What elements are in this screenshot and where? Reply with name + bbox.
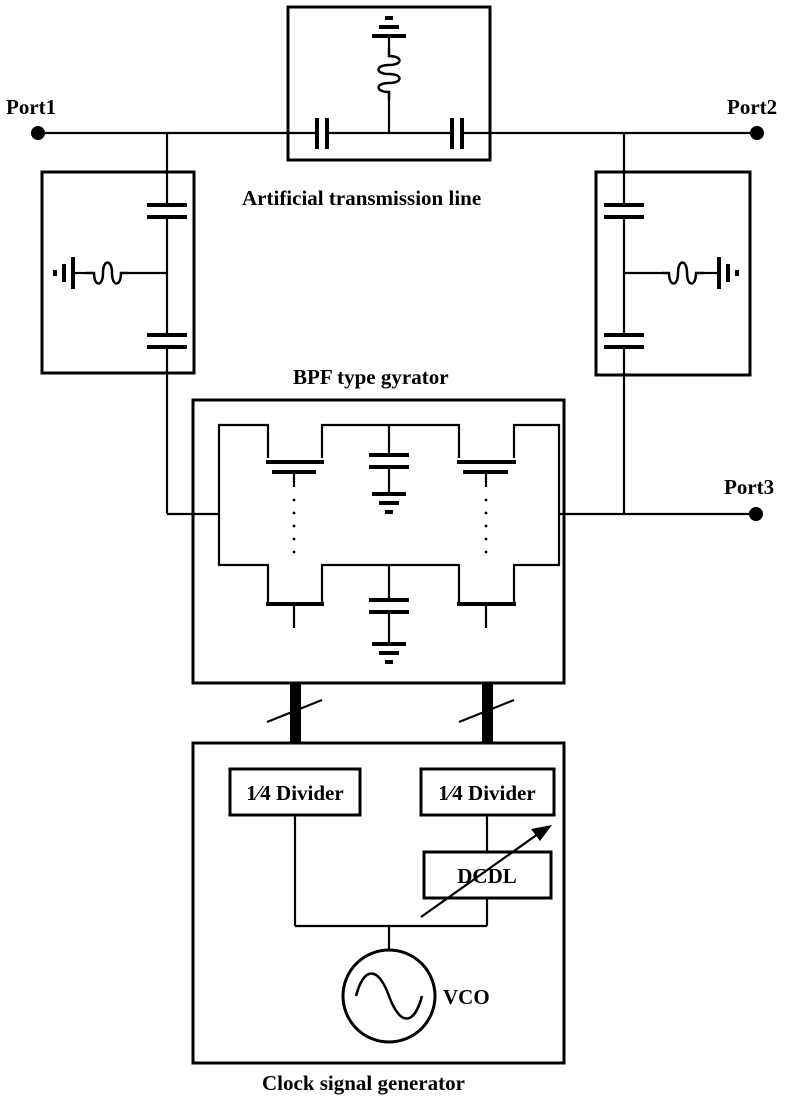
ac-source-icon: [341, 948, 437, 1044]
ground-icon: [372, 492, 406, 514]
capacitor-icon: [604, 333, 644, 349]
port1-label: Port1: [6, 95, 56, 119]
clock-signal-generator-label: Clock signal generator: [262, 1071, 465, 1095]
bpf-type-gyrator-label: BPF type gyrator: [293, 365, 449, 389]
port3-label: Port3: [724, 475, 774, 499]
port2-label: Port2: [727, 95, 777, 119]
artificial-transmission-line-label: Artificial transmission line: [242, 186, 481, 210]
inductor-icon: [377, 48, 401, 100]
left-shunt-block: [40, 133, 196, 514]
port2-terminal-icon: [750, 126, 764, 140]
sine-wave-icon: [354, 972, 424, 1020]
variable-arrowhead-icon: [531, 825, 552, 841]
ground-icon: [717, 257, 739, 289]
bpf-type-gyrator-block: [167, 398, 750, 685]
port1-terminal-icon: [31, 126, 45, 140]
inductor-icon: [86, 261, 128, 285]
bus-slash-icon: [458, 698, 515, 724]
divider-left-label: 1⁄4 Divider: [246, 781, 343, 805]
clock-signal-generator-block: 1⁄4 Divider 1⁄4 Divider DCDL VCO: [191, 741, 566, 1065]
ground-icon: [372, 16, 406, 38]
port3-terminal-icon: [749, 507, 763, 521]
capacitor-icon: [147, 203, 187, 219]
capacitor-icon: [369, 453, 409, 469]
ground-icon: [372, 642, 406, 664]
variable-arrow-icon: [420, 833, 539, 918]
ellipsis-dots: [292, 498, 488, 554]
capacitor-icon: [604, 203, 644, 219]
capacitor-icon: [450, 118, 464, 149]
divider-right-label: 1⁄4 Divider: [438, 781, 535, 805]
clock-bus-right: [458, 683, 515, 743]
bus-slash-icon: [266, 698, 323, 724]
right-shunt-block: [594, 133, 752, 514]
inductor-icon: [662, 261, 704, 285]
vco-label: VCO: [443, 985, 490, 1009]
ground-icon: [53, 257, 75, 289]
capacitor-icon: [315, 118, 329, 149]
artificial-transmission-line-block: [286, 5, 492, 162]
capacitor-icon: [147, 333, 187, 349]
capacitor-icon: [369, 598, 409, 614]
clock-bus-left: [266, 683, 323, 743]
